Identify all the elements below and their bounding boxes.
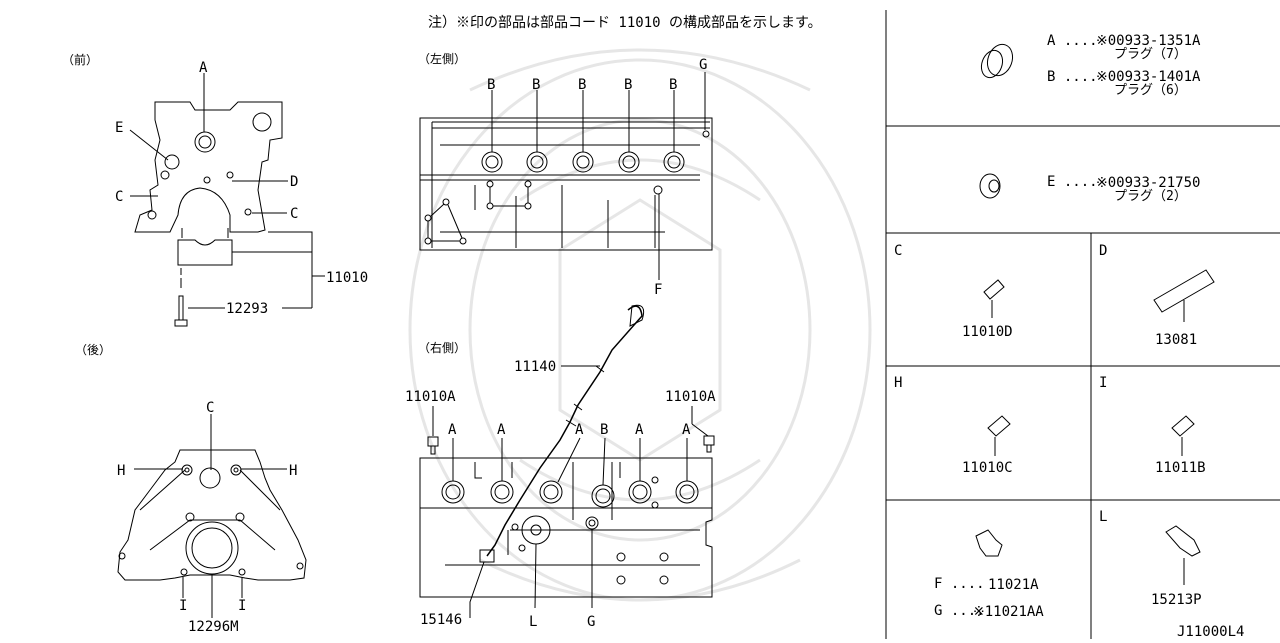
right-side-view: （右側）	[405, 304, 716, 630]
cell-H-part: 11010C	[962, 460, 1013, 476]
right-part-11010A-right: 11010A	[665, 389, 716, 405]
right-label-A2: A	[497, 422, 506, 438]
front-label-C1: C	[115, 189, 123, 205]
left-label-B2: B	[532, 77, 540, 93]
table-cell-L: L 15213P	[1099, 509, 1202, 608]
plug-B-key: B ....	[1047, 69, 1098, 85]
right-label-L: L	[529, 614, 537, 630]
view-label-front: （前）	[62, 52, 98, 67]
front-label-E: E	[115, 120, 123, 136]
right-label-A1: A	[448, 422, 457, 438]
plug-F-part: 11021A	[988, 577, 1039, 593]
rear-label-C: C	[206, 400, 214, 416]
view-label-left: （左側）	[418, 51, 466, 66]
view-label-right: （右側）	[418, 340, 466, 355]
right-label-A3: A	[575, 422, 584, 438]
diagram-id: J11000L4	[1177, 624, 1244, 639]
plug-B-desc: プラグ（6）	[1114, 83, 1187, 98]
left-label-B1: B	[487, 77, 495, 93]
rear-part-12296M: 12296M	[188, 619, 239, 635]
rear-label-I1: I	[179, 598, 187, 614]
view-label-rear: （後）	[75, 343, 111, 357]
plug-E-icon	[979, 173, 1001, 199]
plug-E-desc: プラグ（2）	[1114, 189, 1187, 204]
rear-view: （後） C H H I I 12296M	[75, 343, 307, 635]
plug-B-code: ※00933-1401A	[1096, 69, 1201, 85]
right-part-11140: 11140	[514, 359, 556, 375]
cell-H-letter: H	[894, 375, 902, 391]
plug-G-part: ※11021AA	[973, 604, 1044, 620]
front-view: （前） A E C D C 11010 12293	[62, 52, 368, 327]
dowel-I-icon	[1171, 415, 1195, 437]
right-part-11010A-left: 11010A	[405, 389, 456, 405]
table-row-plug-E: E .... ※00933-21750 プラグ（2）	[979, 173, 1200, 204]
right-label-A5: A	[682, 422, 691, 438]
front-label-A: A	[199, 60, 208, 76]
cell-I-part: 11011B	[1155, 460, 1206, 476]
parts-table: A .... ※00933-1351A プラグ（7） B .... ※00933…	[885, 10, 1280, 640]
right-part-15146: 15146	[420, 612, 462, 628]
left-label-B3: B	[578, 77, 586, 93]
cell-L-letter: L	[1099, 509, 1107, 525]
right-label-B: B	[600, 422, 608, 438]
left-label-G: G	[699, 57, 707, 73]
front-part-11010: 11010	[326, 270, 368, 286]
front-label-C2: C	[290, 206, 298, 222]
cell-C-letter: C	[894, 243, 902, 259]
cell-I-letter: I	[1099, 375, 1107, 391]
watermark-emblem	[408, 48, 872, 602]
plug-A-key: A ....	[1047, 33, 1098, 49]
table-cell-D: D 13081	[1099, 243, 1215, 348]
plug-E-key: E ....	[1047, 174, 1098, 190]
plug-cup-icon	[980, 43, 1014, 79]
table-cell-I: I 11011B	[1099, 375, 1206, 476]
jet-icon	[1165, 525, 1201, 557]
table-row-plugs-A-B: A .... ※00933-1351A プラグ（7） B .... ※00933…	[980, 33, 1201, 98]
cell-D-part: 13081	[1155, 332, 1197, 348]
cell-C-part: 11010D	[962, 324, 1013, 340]
left-label-B5: B	[669, 77, 677, 93]
plug-A-desc: プラグ（7）	[1114, 47, 1187, 62]
rear-label-I2: I	[238, 598, 246, 614]
dowel-H-icon	[987, 415, 1011, 437]
front-label-D: D	[290, 174, 298, 190]
plug-G-key: G ....	[934, 603, 985, 619]
rear-label-H2: H	[289, 463, 297, 479]
left-label-F: F	[654, 282, 662, 298]
plug-A-code: ※00933-1351A	[1096, 33, 1201, 49]
plug-E-code: ※00933-21750	[1096, 175, 1200, 191]
note-text: 注）※印の部品は部品コード 11010 の構成部品を示します。	[428, 15, 822, 31]
left-side-view: （左側） B B B B B G F	[418, 51, 713, 298]
table-cell-C: C 11010D	[894, 243, 1013, 340]
plug-F-key: F ....	[934, 576, 985, 592]
cell-D-letter: D	[1099, 243, 1107, 259]
cell-L-part: 15213P	[1151, 592, 1202, 608]
plug-bolt-icon	[975, 529, 1003, 557]
right-label-A4: A	[635, 422, 644, 438]
table-cell-F-G: F .... 11021A G .... ※11021AA	[934, 529, 1044, 620]
sleeve-icon	[1153, 269, 1215, 313]
rear-label-H1: H	[117, 463, 125, 479]
table-cell-H: H 11010C	[894, 375, 1013, 476]
front-part-12293: 12293	[226, 301, 268, 317]
dowel-pin-icon	[983, 279, 1005, 300]
left-label-B4: B	[624, 77, 632, 93]
right-label-G: G	[587, 614, 595, 630]
